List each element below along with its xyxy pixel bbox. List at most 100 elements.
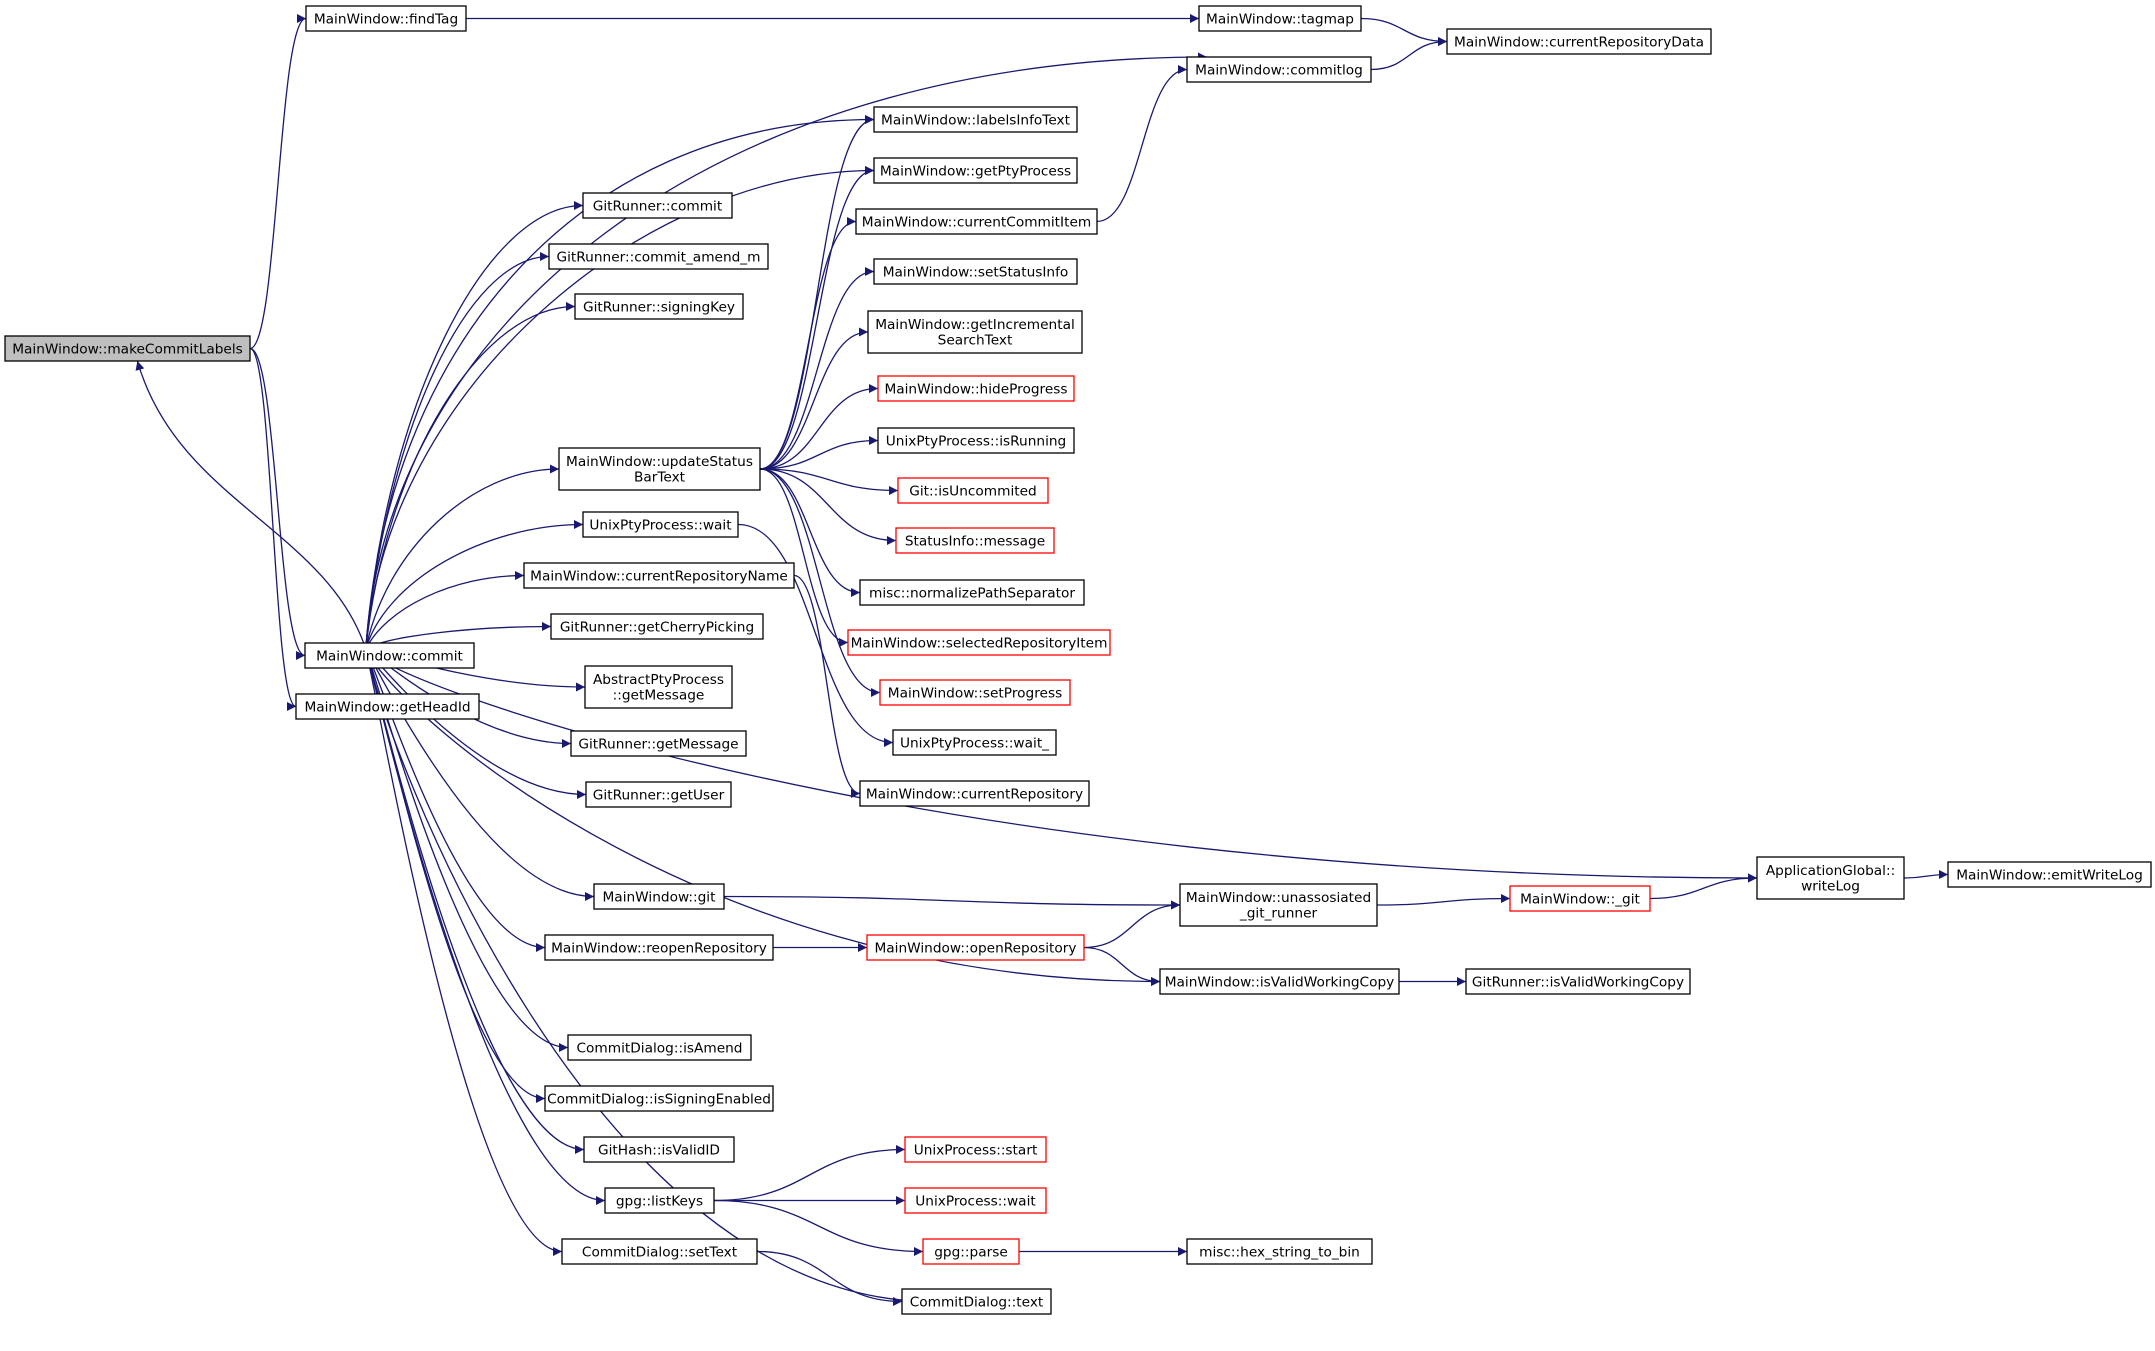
node-box[interactable]: [1465, 968, 1691, 995]
node-box[interactable]: [859, 780, 1090, 807]
node-box[interactable]: [879, 679, 1071, 706]
node-gr_amend[interactable]: GitRunner::commit_amend_m: [548, 243, 769, 270]
node-isValidWC[interactable]: MainWindow::isValidWorkingCopy: [1159, 968, 1400, 995]
node-box[interactable]: [558, 447, 761, 491]
node-statusMsg[interactable]: StatusInfo::message: [895, 527, 1055, 554]
node-getHeadId[interactable]: MainWindow::getHeadId: [295, 693, 480, 720]
node-box[interactable]: [904, 1136, 1047, 1163]
node-box[interactable]: [304, 642, 475, 669]
node-box[interactable]: [593, 883, 725, 910]
node-box[interactable]: [877, 375, 1075, 402]
node-box[interactable]: [604, 1187, 715, 1214]
node-gr_isValidWC[interactable]: GitRunner::isValidWorkingCopy: [1465, 968, 1691, 995]
node-box[interactable]: [1198, 5, 1362, 32]
node-wait_[interactable]: UnixPtyProcess::wait_: [892, 729, 1057, 756]
node-labelsInfo[interactable]: MainWindow::labelsInfoText: [873, 106, 1078, 133]
node-box[interactable]: [904, 1187, 1047, 1214]
node-box[interactable]: [867, 310, 1083, 354]
node-unassoc[interactable]: MainWindow::unassosiated_git_runner: [1179, 883, 1378, 927]
node-gh_isValidID[interactable]: GitHash::isValidID: [583, 1136, 735, 1163]
node-commitlog[interactable]: MainWindow::commitlog: [1186, 56, 1372, 83]
node-curCommitItem[interactable]: MainWindow::currentCommitItem: [855, 208, 1098, 235]
node-box[interactable]: [855, 208, 1098, 235]
node-findTag[interactable]: MainWindow::findTag: [305, 5, 467, 32]
node-setProgress[interactable]: MainWindow::setProgress: [879, 679, 1071, 706]
node-hexToBin[interactable]: misc::hex_string_to_bin: [1186, 1238, 1373, 1265]
node-gr_getUser[interactable]: GitRunner::getUser: [585, 781, 732, 808]
node-box[interactable]: [567, 1034, 752, 1061]
node-mw_git[interactable]: MainWindow::git: [593, 883, 725, 910]
node-box[interactable]: [895, 527, 1055, 554]
node-box[interactable]: [1446, 28, 1712, 55]
node-box[interactable]: [561, 1238, 758, 1265]
node-box[interactable]: [1947, 861, 2152, 888]
node-box[interactable]: [897, 477, 1049, 504]
node-curRepoName[interactable]: MainWindow::currentRepositoryName: [523, 562, 795, 589]
node-box[interactable]: [1756, 856, 1905, 900]
node-up_wait[interactable]: UnixProcess::wait: [904, 1187, 1047, 1214]
node-box[interactable]: [1186, 56, 1372, 83]
node-gpg_parse[interactable]: gpg::parse: [922, 1238, 1020, 1265]
node-box[interactable]: [584, 665, 733, 709]
node-box[interactable]: [523, 562, 795, 589]
node-mw__git[interactable]: MainWindow::_git: [1509, 885, 1651, 912]
node-normPath[interactable]: misc::normalizePathSeparator: [859, 579, 1085, 606]
node-gpg_listKeys[interactable]: gpg::listKeys: [604, 1187, 715, 1214]
node-box[interactable]: [892, 729, 1057, 756]
node-box[interactable]: [582, 192, 733, 219]
node-apty_getMsg[interactable]: AbstractPtyProcess::getMessage: [584, 665, 733, 709]
node-box[interactable]: [570, 730, 747, 757]
node-emitWriteLog[interactable]: MainWindow::emitWriteLog: [1947, 861, 2152, 888]
node-box[interactable]: [4, 335, 251, 362]
node-getCherry[interactable]: GitRunner::getCherryPicking: [550, 613, 764, 640]
node-box[interactable]: [873, 106, 1078, 133]
node-box[interactable]: [1179, 883, 1378, 927]
node-cd_isSigning[interactable]: CommitDialog::isSigningEnabled: [544, 1085, 774, 1112]
node-isRunning[interactable]: UnixPtyProcess::isRunning: [877, 427, 1075, 454]
node-tagmap[interactable]: MainWindow::tagmap: [1198, 5, 1362, 32]
node-box[interactable]: [901, 1288, 1052, 1315]
node-hideProgress[interactable]: MainWindow::hideProgress: [877, 375, 1075, 402]
node-box[interactable]: [873, 157, 1078, 184]
node-box[interactable]: [544, 934, 774, 961]
node-up_start[interactable]: UnixProcess::start: [904, 1136, 1047, 1163]
node-box[interactable]: [544, 1085, 774, 1112]
node-box[interactable]: [550, 613, 764, 640]
node-openRepo[interactable]: MainWindow::openRepository: [866, 934, 1085, 961]
node-box[interactable]: [585, 781, 732, 808]
node-getPty[interactable]: MainWindow::getPtyProcess: [873, 157, 1078, 184]
node-curRepoData[interactable]: MainWindow::currentRepositoryData: [1446, 28, 1712, 55]
node-cd_isAmend[interactable]: CommitDialog::isAmend: [567, 1034, 752, 1061]
node-reopenRepo[interactable]: MainWindow::reopenRepository: [544, 934, 774, 961]
node-gr_signingKey[interactable]: GitRunner::signingKey: [574, 293, 744, 320]
node-box[interactable]: [574, 293, 744, 320]
node-box[interactable]: [1186, 1238, 1373, 1265]
node-gr_commit[interactable]: GitRunner::commit: [582, 192, 733, 219]
node-box[interactable]: [847, 629, 1111, 656]
node-cd_text[interactable]: CommitDialog::text: [901, 1288, 1052, 1315]
node-box[interactable]: [583, 1136, 735, 1163]
node-make[interactable]: MainWindow::makeCommitLabels: [4, 335, 251, 362]
node-setStatusInfo[interactable]: MainWindow::setStatusInfo: [873, 258, 1078, 285]
node-upty_wait[interactable]: UnixPtyProcess::wait: [582, 511, 739, 538]
node-box[interactable]: [295, 693, 480, 720]
node-box[interactable]: [582, 511, 739, 538]
node-box[interactable]: [866, 934, 1085, 961]
node-box[interactable]: [877, 427, 1075, 454]
node-selRepoItem[interactable]: MainWindow::selectedRepositoryItem: [847, 629, 1111, 656]
node-isUncommited[interactable]: Git::isUncommited: [897, 477, 1049, 504]
node-gr_getMsg[interactable]: GitRunner::getMessage: [570, 730, 747, 757]
node-box[interactable]: [305, 5, 467, 32]
node-appWriteLog[interactable]: ApplicationGlobal::writeLog: [1756, 856, 1905, 900]
node-commit[interactable]: MainWindow::commit: [304, 642, 475, 669]
node-curRepo[interactable]: MainWindow::currentRepository: [859, 780, 1090, 807]
node-box[interactable]: [1159, 968, 1400, 995]
node-box[interactable]: [873, 258, 1078, 285]
node-box[interactable]: [922, 1238, 1020, 1265]
node-cd_setText[interactable]: CommitDialog::setText: [561, 1238, 758, 1265]
node-box[interactable]: [548, 243, 769, 270]
node-box[interactable]: [859, 579, 1085, 606]
node-box[interactable]: [1509, 885, 1651, 912]
